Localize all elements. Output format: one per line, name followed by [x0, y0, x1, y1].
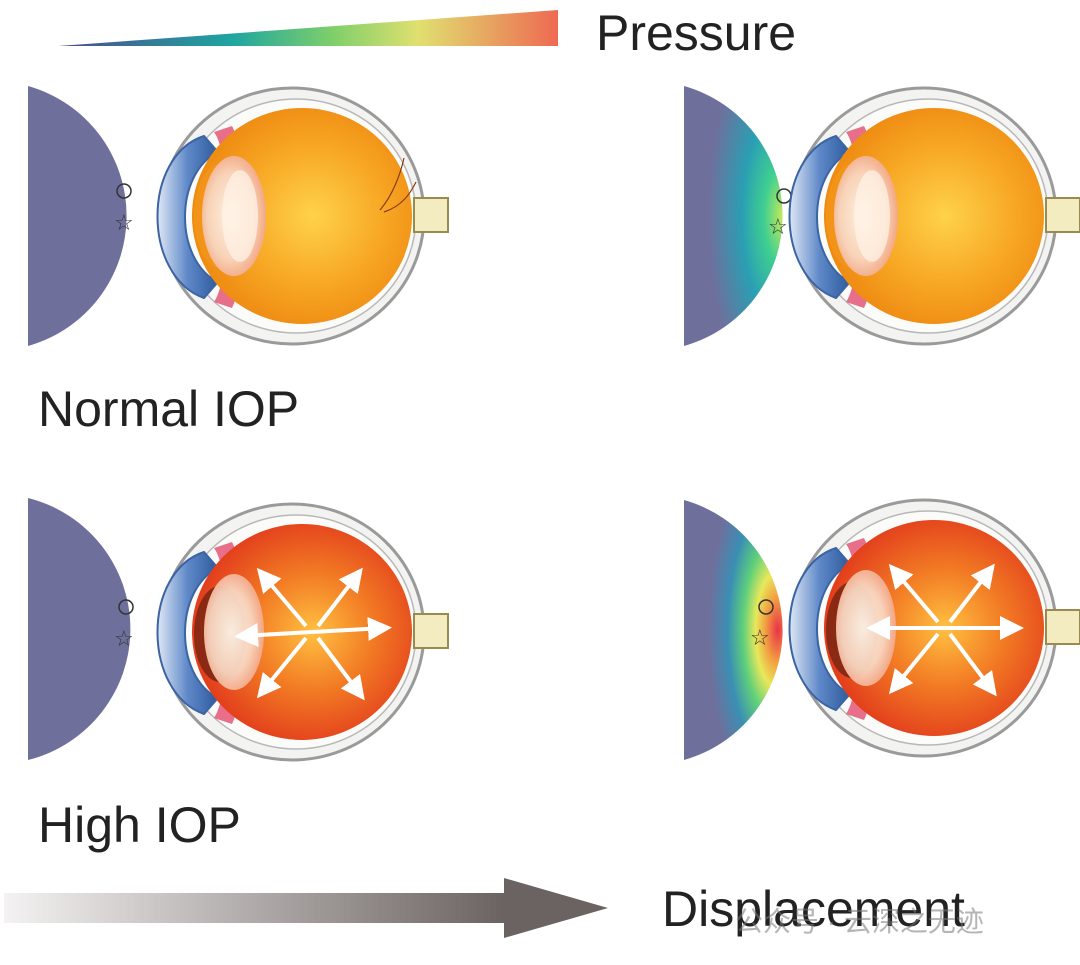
star-marker: ☆: [768, 215, 788, 240]
probe: [28, 498, 131, 760]
probe: [28, 86, 127, 346]
pressure-arrows: [866, 563, 1024, 697]
displacement-label: Displacement: [662, 881, 965, 937]
pressure-label: Pressure: [596, 5, 797, 61]
star-marker: ☆: [750, 626, 770, 651]
circle-marker: [116, 183, 132, 199]
panel-high-baseline: ☆: [28, 498, 450, 762]
high-iop-label: High IOP: [38, 797, 241, 853]
displacement-arrow: [4, 878, 608, 938]
circle-marker: [118, 599, 134, 615]
pressure-scale-bar: [58, 10, 558, 46]
eye-high: [156, 502, 450, 762]
eye-normal: [156, 86, 450, 346]
probe-heatmap: [684, 500, 783, 760]
normal-iop-label: Normal IOP: [38, 381, 300, 437]
panel-normal-pressure: ☆: [684, 86, 1080, 346]
star-marker: ☆: [114, 211, 134, 236]
star-marker: ☆: [114, 627, 134, 652]
pressure-arrows: [234, 567, 392, 701]
panel-high-pressure: ☆: [684, 498, 1080, 760]
eye-high: [788, 498, 1080, 758]
watermark: 公众号 · 云深之无迹: [735, 906, 984, 937]
probe-heatmap: [684, 86, 783, 346]
eye-normal: [788, 86, 1080, 346]
panel-normal-baseline: ☆: [28, 86, 450, 346]
circle-marker: [758, 599, 774, 615]
